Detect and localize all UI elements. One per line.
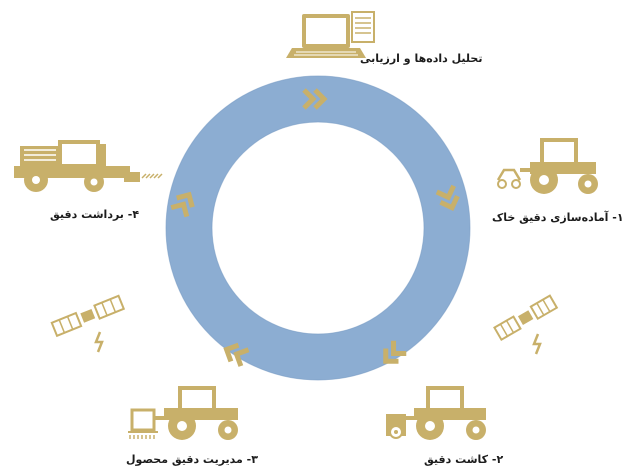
- tractor-planter-icon: [386, 386, 486, 440]
- combine-harvester-icon: [14, 140, 163, 192]
- stage-label-harvest: ۴- برداشت دقیق: [50, 208, 140, 221]
- chevron-arrow-bottom-right: [383, 340, 407, 364]
- chevron-arrow-right: [435, 184, 460, 211]
- stage-label-planting: ۲- کاشت دقیق: [424, 453, 504, 466]
- stage-label-analysis: تحلیل داده‌ها و ارزیابی: [360, 52, 483, 65]
- ring-band: [166, 76, 470, 380]
- precision-agriculture-cycle: تحلیل داده‌ها و ارزیابی ۱- آماده‌سازی دق…: [14, 11, 624, 466]
- laptop-document-icon: [286, 11, 375, 58]
- cycle-ring: [165, 75, 471, 381]
- tractor-sprayer-icon: [128, 386, 238, 440]
- chevron-arrow-left: [170, 191, 195, 218]
- tractor-cultivator-icon: [496, 138, 598, 194]
- chevron-arrow-bottom-left: [223, 342, 250, 367]
- satellite-icon-left: [50, 294, 126, 353]
- stage-label-crop: ۳- مدیریت دقیق محصول: [126, 453, 258, 466]
- chevron-arrow-top: [302, 88, 328, 110]
- satellite-icon-right: [493, 294, 559, 355]
- stage-label-soil: ۱- آماده‌سازی دقیق خاک: [492, 211, 624, 224]
